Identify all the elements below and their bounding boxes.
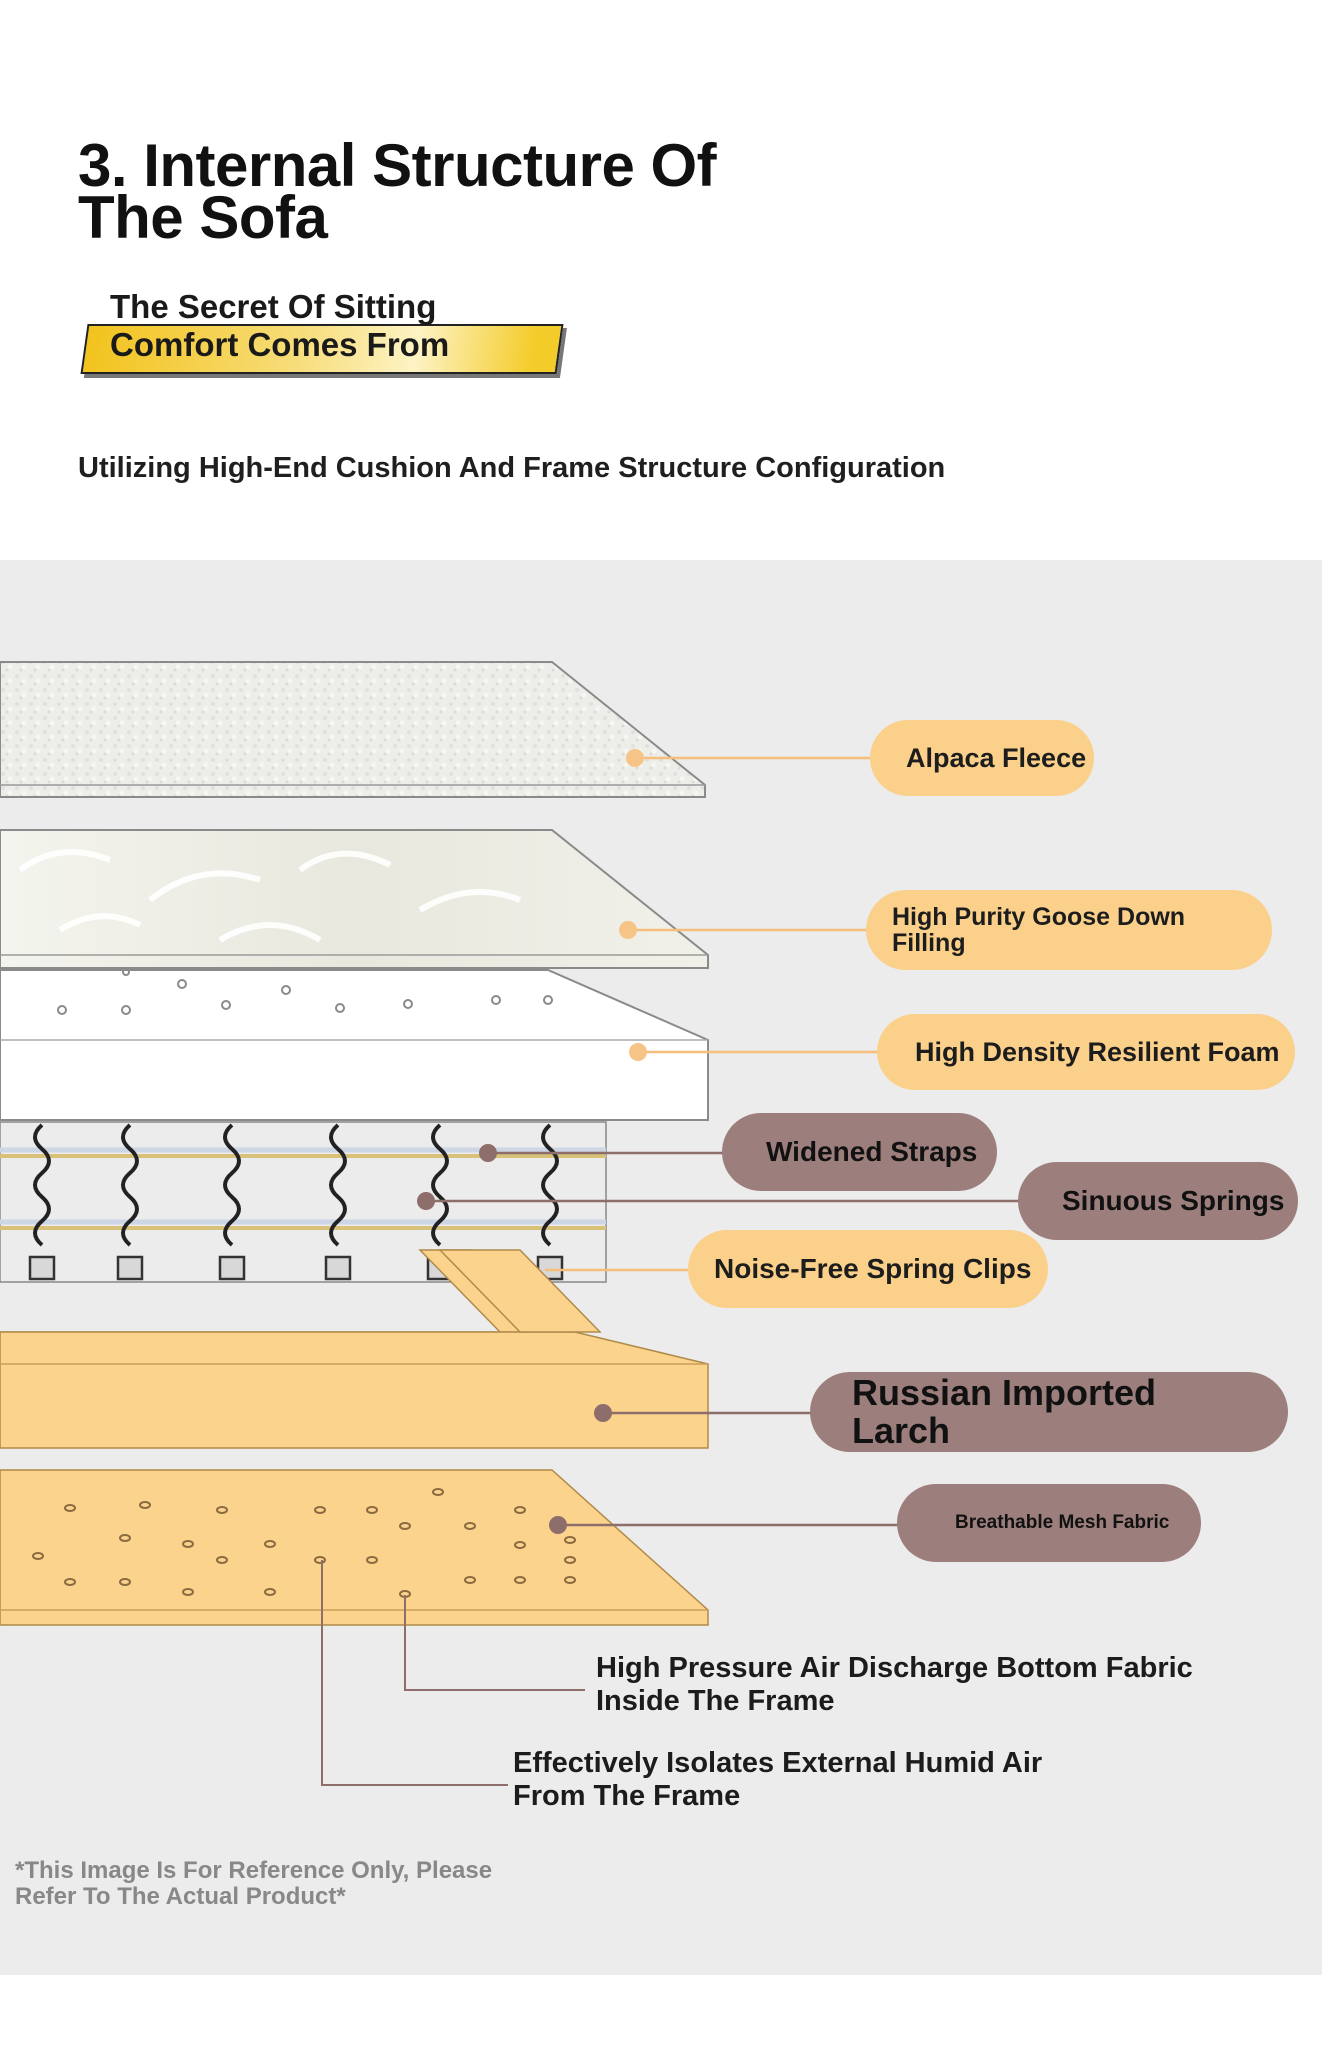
larch-frame-layer	[0, 1249, 709, 1449]
callout-label: Noise-Free Spring Clips	[714, 1253, 1032, 1285]
callout-alpaca-fleece: Alpaca Fleece	[870, 720, 1094, 796]
callout-spring-clips: Noise-Free Spring Clips	[688, 1230, 1048, 1308]
callout-larch-frame: Russian Imported Larch	[810, 1372, 1288, 1452]
callout-mesh-fabric: Breathable Mesh Fabric	[897, 1484, 1201, 1562]
callout-goose-down: High Purity Goose Down Filling	[866, 890, 1272, 970]
callout-label: Sinuous Springs	[1062, 1185, 1285, 1217]
leader-lines	[321, 749, 1022, 1786]
tagline: Utilizing High-End Cushion And Frame Str…	[78, 452, 946, 484]
page-title: 3. Internal Structure Of The Sofa	[78, 132, 717, 251]
callout-resilient-foam: High Density Resilient Foam	[877, 1014, 1295, 1090]
disclaimer-footnote: *This Image Is For Reference Only, Pleas…	[15, 1857, 493, 1910]
title-line-2: The Sofa	[78, 184, 328, 251]
callout-label: High Purity Goose Down Filling	[892, 902, 1186, 957]
subtitle-line-1: The Secret Of Sitting	[110, 288, 437, 325]
subtitle-line-2: Comfort Comes From	[110, 326, 450, 363]
mesh-fabric-layer	[0, 1469, 709, 1626]
callout-widened-straps: Widened Straps	[722, 1113, 997, 1191]
goose-down-layer	[0, 829, 709, 969]
note-humid-air: Effectively Isolates External Humid Air …	[513, 1747, 1043, 1812]
subtitle-banner: The Secret Of Sitting Comfort Comes From	[80, 288, 564, 378]
callout-sinuous-springs: Sinuous Springs	[1018, 1162, 1298, 1240]
alpaca-fleece-layer	[0, 661, 706, 798]
callout-label: Russian Imported Larch	[852, 1372, 1157, 1451]
callout-label: Alpaca Fleece	[906, 742, 1087, 773]
callout-label: Breathable Mesh Fabric	[955, 1512, 1170, 1534]
resilient-foam-layer	[0, 968, 709, 1121]
note-air-discharge: High Pressure Air Discharge Bottom Fabri…	[596, 1652, 1193, 1717]
callout-label: High Density Resilient Foam	[915, 1036, 1280, 1067]
callout-label: Widened Straps	[766, 1136, 978, 1168]
title-line-1: 3. Internal Structure Of	[78, 132, 717, 199]
